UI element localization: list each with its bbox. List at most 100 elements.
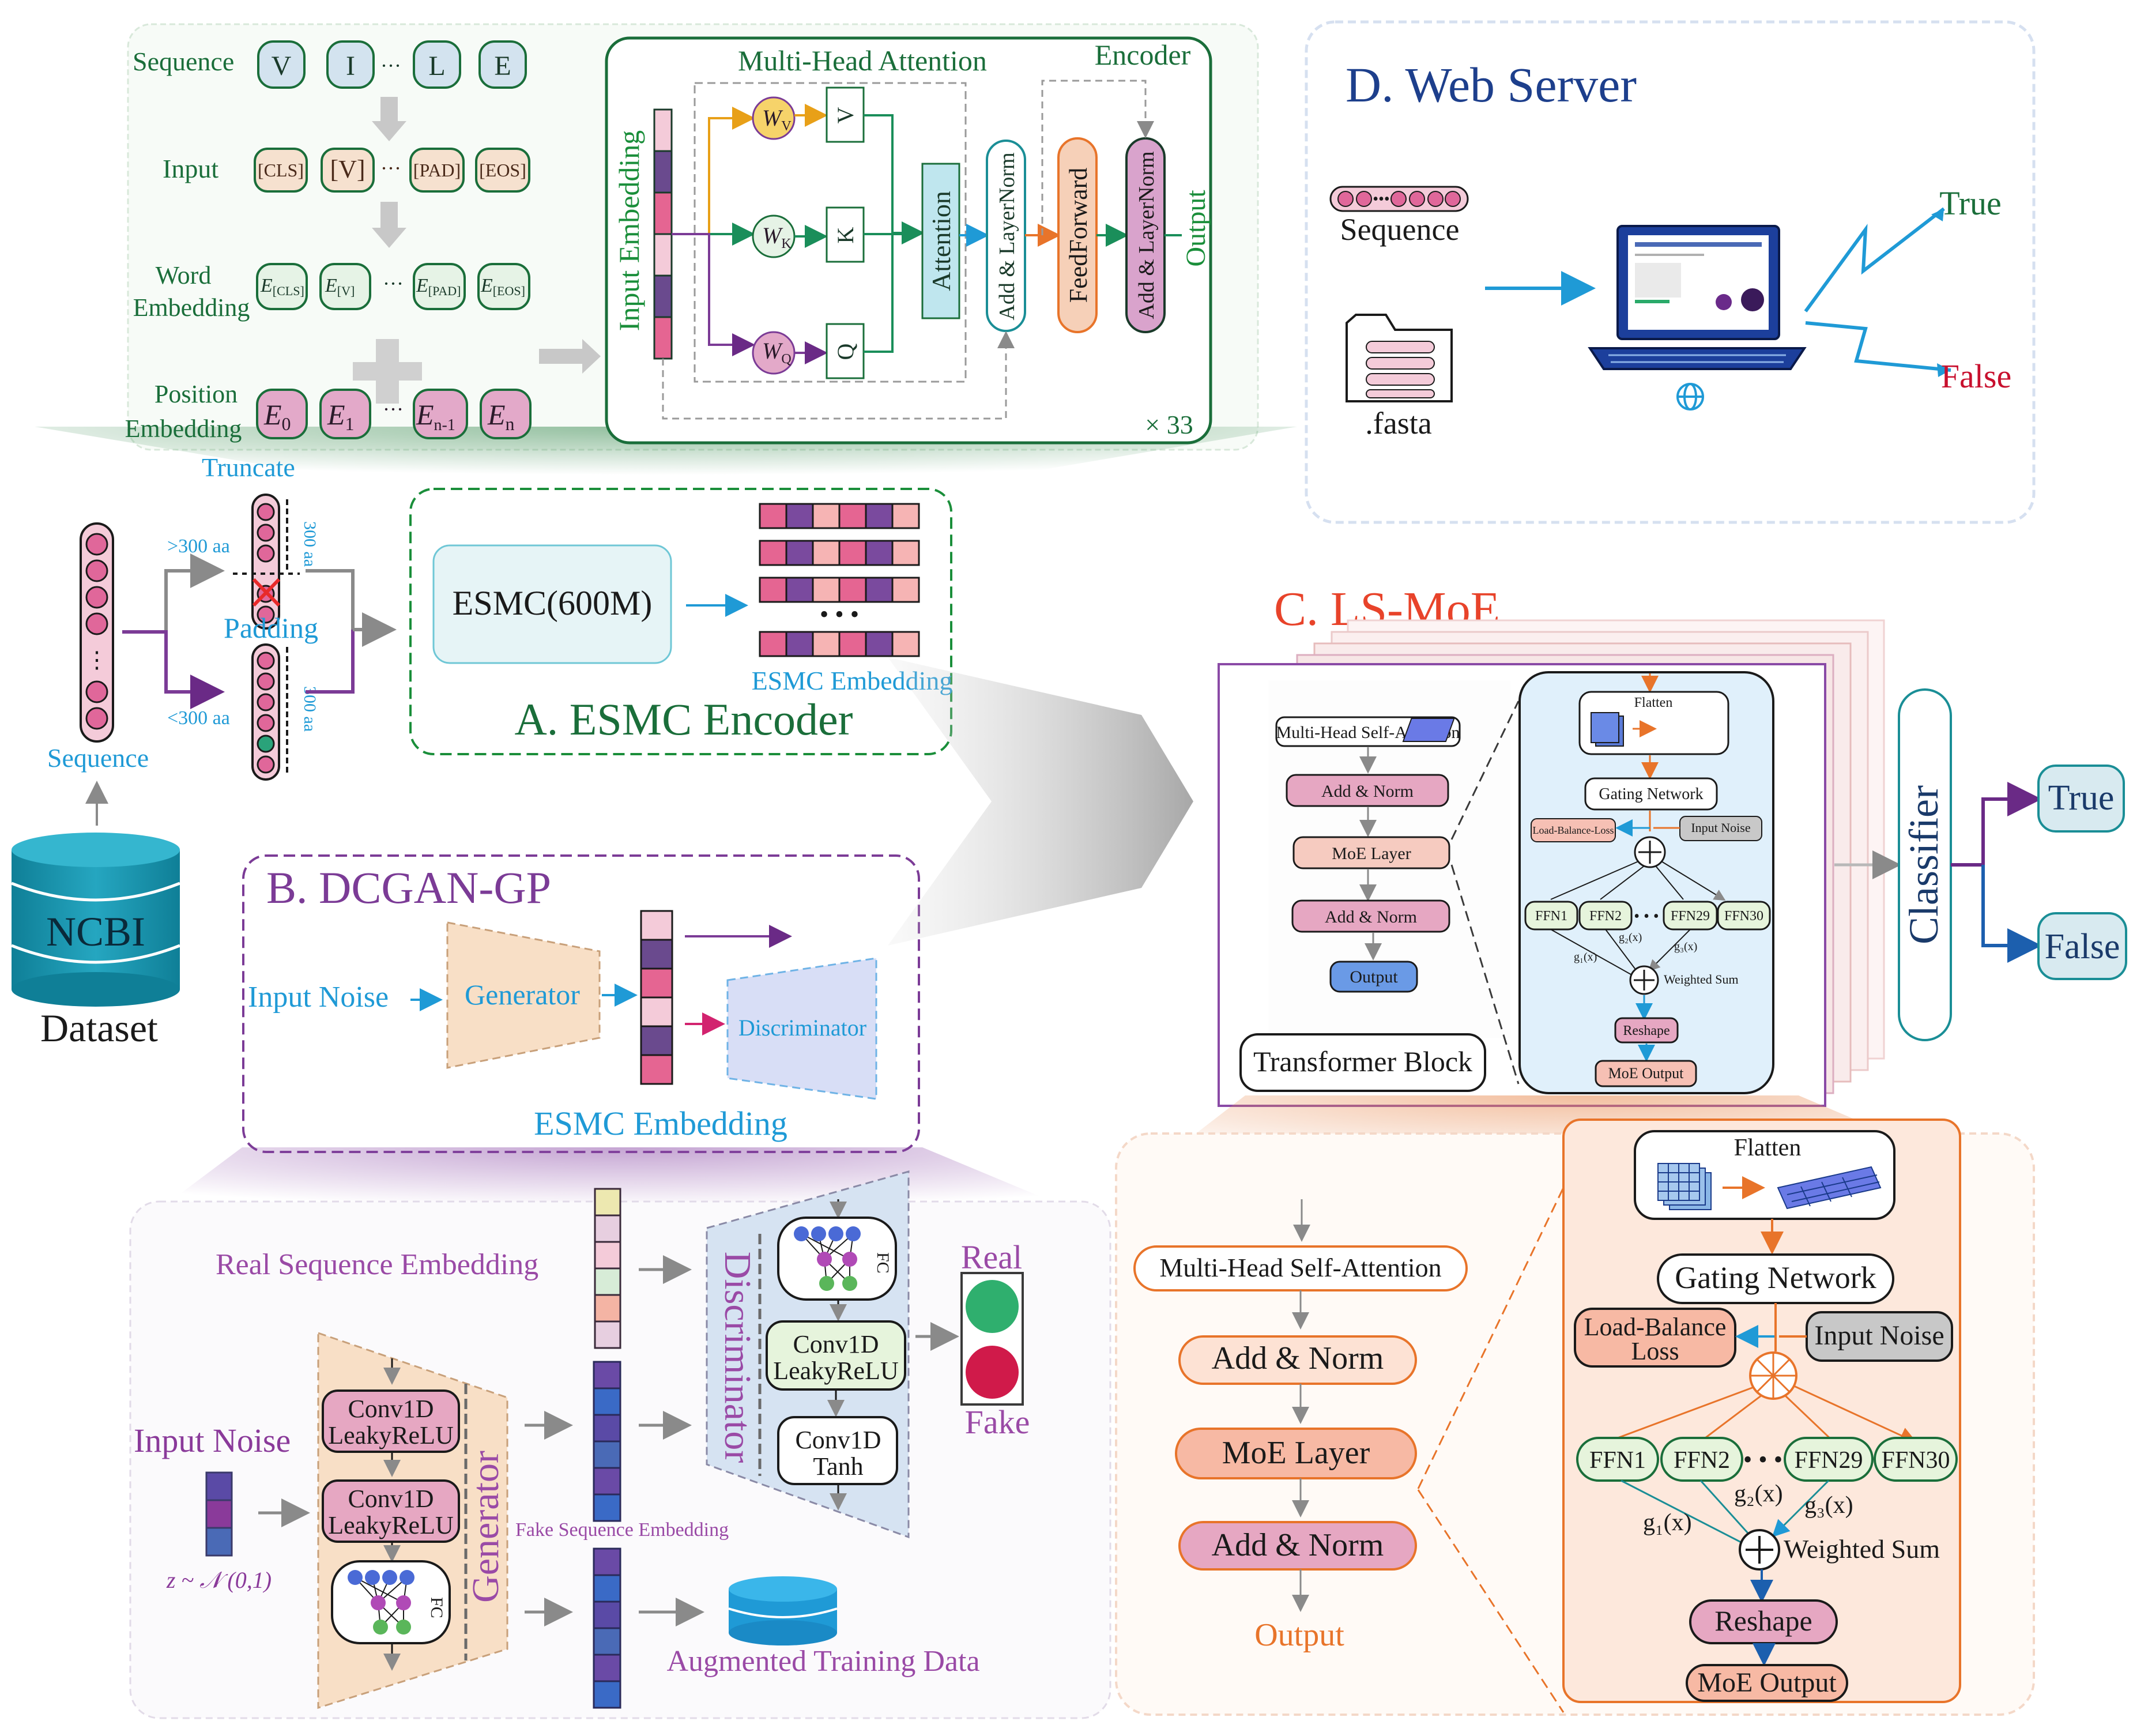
svg-text:FFN1: FFN1	[1535, 909, 1567, 924]
svg-text:Load-Balance-Loss: Load-Balance-Loss	[1533, 824, 1614, 836]
svg-text:• • •: • • •	[1634, 907, 1659, 925]
svg-text:Conv1D: Conv1D	[348, 1485, 434, 1513]
encoder-output-label: Output	[1181, 190, 1211, 267]
svg-text:···: ···	[383, 272, 404, 295]
panel-b-discriminator-label: Discriminator	[738, 1015, 866, 1041]
svg-text:MoE Layer: MoE Layer	[1222, 1435, 1370, 1471]
database-icon	[11, 833, 180, 1007]
panel-a-title: A. ESMC Encoder	[514, 694, 853, 744]
svg-text:Reshape: Reshape	[1714, 1605, 1812, 1637]
svg-text:•••: •••	[1373, 190, 1389, 208]
branch-under	[122, 630, 225, 709]
embedding-dots: • • •	[820, 600, 859, 628]
input-embedding-column	[653, 108, 673, 360]
svg-text:Flatten: Flatten	[1734, 1135, 1802, 1161]
input-row-label: Input	[163, 154, 218, 183]
ncbi-label: NCBI	[46, 909, 145, 955]
word-embedding-label-1: Word	[156, 261, 212, 289]
svg-text:Flatten: Flatten	[1634, 695, 1673, 710]
svg-text:WK: WK	[762, 223, 792, 251]
svg-text:E[PAD]: E[PAD]	[416, 275, 461, 298]
svg-text:g₁(x): g₁(x)	[1643, 1509, 1692, 1536]
esmc-model-label: ESMC(600M)	[453, 584, 653, 622]
sequence-tokens: V I ··· L E	[257, 40, 527, 89]
panel-b-embedding-column	[640, 910, 673, 1085]
residual-1	[662, 331, 1015, 420]
sequence-token: V	[272, 51, 292, 81]
c-true-label: True	[2048, 778, 2115, 818]
svg-text:E[EOS]: E[EOS]	[480, 275, 525, 298]
svg-text:Add & Norm: Add & Norm	[1212, 1527, 1384, 1563]
c-reshape	[1614, 1017, 1679, 1044]
c-output	[1329, 961, 1418, 993]
sequence-row-label: Sequence	[133, 47, 234, 76]
matrix-icon	[1402, 712, 1624, 747]
sequence-token: I	[346, 51, 355, 81]
svg-text:LeakyReLU: LeakyReLU	[328, 1511, 453, 1539]
weight-circles: WV WK WQ	[752, 96, 796, 375]
svg-text:FFN1: FFN1	[1589, 1447, 1646, 1474]
svg-text:Loss: Loss	[1631, 1337, 1679, 1365]
svg-text:FFN2: FFN2	[1674, 1447, 1730, 1474]
aa300-bottom: 300 aa	[300, 686, 319, 732]
detail-ffn-row: FFN1 FFN2 • • • FFN29 FFN30	[1576, 1437, 1958, 1482]
add-norm-1-label: Add & LayerNorm	[995, 152, 1019, 320]
disc-fc-label: FC	[873, 1252, 892, 1274]
mha-dashed-box	[694, 82, 967, 383]
big-flow-arrow	[888, 657, 1193, 946]
globe-icon	[1676, 383, 1704, 411]
svg-text:MoE Output: MoE Output	[1697, 1667, 1837, 1698]
svg-text:g₃(x): g₃(x)	[1804, 1492, 1853, 1519]
svg-text:FFN29: FFN29	[1794, 1447, 1863, 1474]
repeat-count: × 33	[1145, 410, 1193, 439]
panel-b-generator-label: Generator	[465, 978, 580, 1011]
svg-text:···: ···	[383, 398, 404, 421]
real-seq-column	[594, 1188, 621, 1349]
neural-network-icon	[331, 1560, 451, 1644]
input-dots: ···	[380, 157, 401, 180]
sequence-icon: •••	[1329, 186, 1469, 212]
panel-d-sequence-label: Sequence	[1340, 212, 1460, 247]
panel-d-title: D. Web Server	[1346, 57, 1637, 112]
svg-text:WV: WV	[762, 105, 792, 134]
panel-b-generator-shape	[446, 921, 601, 1069]
input-embedding-label: Input Embedding	[613, 130, 645, 332]
esmc-embedding-grid	[759, 503, 920, 657]
panel-b-title: B. DCGAN-GP	[266, 863, 551, 913]
classifier-label: Classifier	[1901, 785, 1947, 944]
svg-text:V: V	[832, 107, 858, 123]
gen-conv-block-1	[322, 1389, 460, 1453]
fake-seq-column	[593, 1361, 621, 1522]
svg-text:Input Noise: Input Noise	[1691, 820, 1750, 835]
c-false-box	[2037, 912, 2127, 980]
panel-b-input-noise: Input Noise	[248, 981, 389, 1014]
svg-text:g₂(x): g₂(x)	[1734, 1481, 1783, 1507]
svg-text:E[CLS]: E[CLS]	[260, 275, 304, 298]
svg-text:Output: Output	[1350, 967, 1398, 986]
input-token: [EOS]	[479, 160, 526, 180]
detail-moe-layer	[1175, 1428, 1417, 1479]
c-true-box	[2037, 765, 2125, 833]
svg-text:Q: Q	[832, 343, 858, 360]
detail-weighted-sum: Weighted Sum	[1784, 1534, 1940, 1564]
branch-q	[672, 233, 755, 356]
c-moe-output	[1595, 1060, 1697, 1087]
svg-text:WQ: WQ	[762, 338, 792, 367]
padding-label: Padding	[224, 612, 318, 644]
svg-text:E1: E1	[327, 398, 355, 434]
augmented-column	[593, 1547, 621, 1709]
svg-text:Reshape: Reshape	[1623, 1023, 1670, 1038]
svg-text:Tanh: Tanh	[813, 1452, 863, 1481]
c-moe-detail-box	[1518, 671, 1774, 1094]
svg-text:E0: E0	[263, 398, 291, 434]
svg-text:• • •: • • •	[1743, 1445, 1782, 1474]
down-arrow-1	[372, 97, 406, 141]
svg-text:g₁(x): g₁(x)	[1574, 951, 1597, 963]
under-300-label: <300 aa	[167, 707, 230, 729]
noise-column	[205, 1471, 233, 1557]
word-tokens: E[CLS] E[V] ··· E[PAD] E[EOS]	[256, 263, 530, 310]
laptop-icon	[1588, 225, 1807, 370]
svg-text:E[V]: E[V]	[325, 275, 355, 298]
svg-text:Conv1D: Conv1D	[795, 1426, 881, 1454]
